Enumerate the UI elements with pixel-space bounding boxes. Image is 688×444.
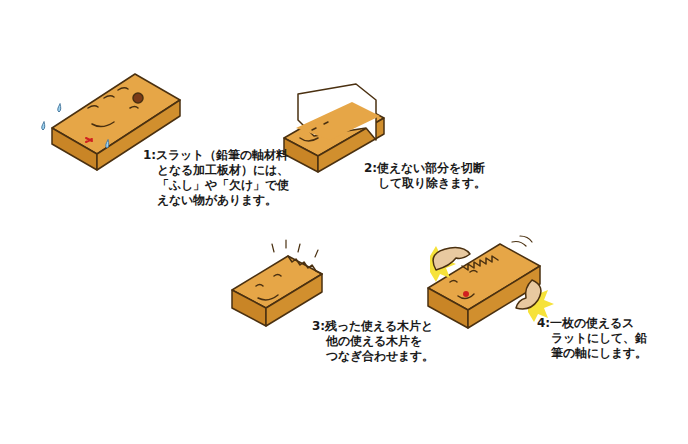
step-caption: 1:スラット（鉛筆の軸材料 となる加工板材）には、 「ふし」や「欠け」で使 えな… <box>143 148 317 208</box>
usable-piece <box>232 240 322 326</box>
slat-cut <box>284 84 384 172</box>
joined-slat <box>428 236 554 328</box>
step-caption: 2:使えない部分を切断 して取り除きます。 <box>364 161 514 191</box>
step-caption: 4:一枚の使えるス ラットにして、鉛 筆の軸にします。 <box>537 316 661 361</box>
step-caption: 3:残った使える木片と 他の使える木片を つなぎ合わせます。 <box>312 319 454 364</box>
